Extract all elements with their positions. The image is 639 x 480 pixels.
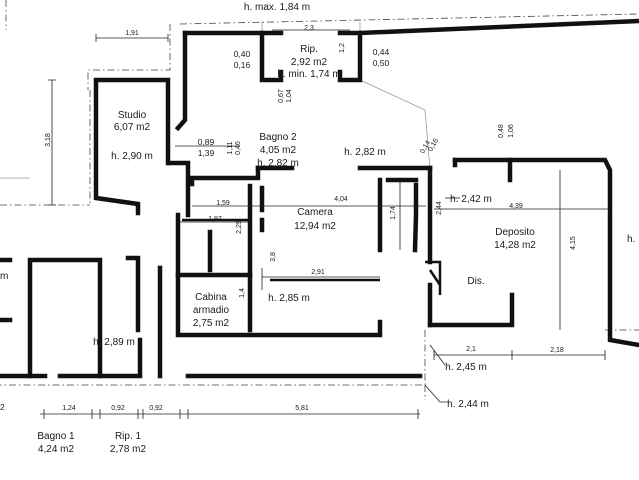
- dim-label: 5,81: [295, 405, 309, 412]
- room-area: 2,92 m2: [291, 57, 328, 68]
- dim-label: 0,40: [234, 49, 251, 59]
- height-edge-right: h.: [627, 234, 635, 245]
- room-bagno2: Bagno 2 4,05 m2 h. 2,82 m: [257, 132, 299, 169]
- room-rip-top: Rip. 2,92 m2 h. min. 1,74 m: [277, 44, 340, 80]
- height-deposito: h. 2,42 m: [450, 194, 492, 205]
- dim-label: 4,15: [570, 236, 577, 250]
- dim-label: 0,92: [111, 405, 125, 412]
- dim-label: 0,16: [234, 60, 251, 70]
- room-height: h. min. 1,74 m: [277, 69, 340, 80]
- room-area: 4,05 m2: [260, 145, 297, 156]
- dim-label: 0,92: [149, 405, 163, 412]
- dim-label: 2,29: [236, 220, 243, 234]
- room-name: Camera: [297, 207, 333, 218]
- dimension-labels: 1,91 3,18 2,3 1,2 0,40 0,16 0,44 0,50 0,…: [0, 25, 577, 412]
- walls: [0, 18, 639, 379]
- height-left: h. 2,89 m: [93, 337, 135, 348]
- room-name: Bagno 1: [37, 431, 75, 442]
- dim-label: 0,67: [278, 89, 285, 103]
- room-height: h. 2,90 m: [111, 151, 153, 162]
- dim-label: 4,39: [509, 203, 523, 210]
- room-name: Rip.: [300, 44, 318, 55]
- dim-label: 1,39: [198, 148, 215, 158]
- height-max-top: h. max. 1,84 m: [244, 2, 310, 13]
- dim-label: 2: [0, 402, 5, 412]
- dim-label: 1,91: [125, 30, 139, 37]
- room-area: 6,07 m2: [114, 122, 151, 133]
- dim-label: 0,89: [198, 137, 215, 147]
- dim-label: 0,44: [373, 47, 390, 57]
- room-name: Bagno 2: [259, 132, 297, 143]
- room-area: 4,24 m2: [38, 444, 75, 455]
- room-area: 12,94 m2: [294, 221, 336, 232]
- dim-label: 1,59: [216, 200, 230, 207]
- dim-label: 1,06: [508, 124, 515, 138]
- room-name: Rip. 1: [115, 431, 142, 442]
- room-camera: Camera 12,94 m2: [294, 207, 336, 232]
- height-labels: h. max. 1,84 m h. 2,82 m h. 2,42 m h. 2,…: [0, 2, 635, 410]
- room-name: Studio: [118, 110, 147, 121]
- dim-label: 2,18: [550, 347, 564, 354]
- room-name: Deposito: [495, 227, 535, 238]
- room-area: 2,78 m2: [110, 444, 147, 455]
- room-deposito: Deposito 14,28 m2: [494, 227, 536, 251]
- height-edge-left: m: [0, 271, 8, 282]
- dim-label: 0,50: [373, 58, 390, 68]
- dim-label: 0,46: [235, 141, 242, 155]
- room-cabina: Cabina armadio 2,75 m2: [193, 292, 230, 329]
- room-bagno1: Bagno 1 4,24 m2: [37, 431, 75, 455]
- dim-label: 2,44: [436, 201, 443, 215]
- room-name: Cabina: [195, 292, 227, 303]
- dim-label: 2,1: [466, 346, 476, 353]
- room-name-2: armadio: [193, 305, 230, 316]
- dim-label: 1,4: [239, 288, 246, 298]
- dim-label: 4,04: [334, 196, 348, 203]
- dim-label: 1,97: [208, 216, 222, 223]
- dim-label: 1,24: [62, 405, 76, 412]
- height-camera-right: h. 2,82 m: [344, 147, 386, 158]
- height-cabina: h. 2,85 m: [268, 293, 310, 304]
- room-studio: Studio 6,07 m2 h. 2,90 m: [111, 110, 153, 162]
- inner-lines: [182, 218, 442, 295]
- room-rip1: Rip. 1 2,78 m2: [110, 431, 147, 455]
- dim-label: 3,8: [270, 252, 277, 262]
- dim-label: 2,3: [304, 25, 314, 32]
- room-dis: Dis.: [467, 276, 484, 287]
- dim-label: 0,48: [498, 124, 505, 138]
- height-bottom-right-1: h. 2,45 m: [445, 362, 487, 373]
- dim-label: 3,18: [45, 133, 52, 147]
- dimension-lines: [40, 29, 610, 419]
- dim-label: 2,91: [311, 269, 325, 276]
- dim-label: 1,04: [286, 89, 293, 103]
- dim-label: 0,16: [427, 138, 440, 153]
- dim-label: 1,11: [227, 141, 234, 154]
- dim-label: 1,74: [390, 206, 397, 220]
- height-bottom-right-2: h. 2,44 m: [447, 399, 489, 410]
- room-area: 2,75 m2: [193, 318, 230, 329]
- dim-label: 1,2: [339, 43, 346, 53]
- room-name: Dis.: [467, 276, 484, 287]
- room-area: 14,28 m2: [494, 240, 536, 251]
- room-height: h. 2,82 m: [257, 158, 299, 169]
